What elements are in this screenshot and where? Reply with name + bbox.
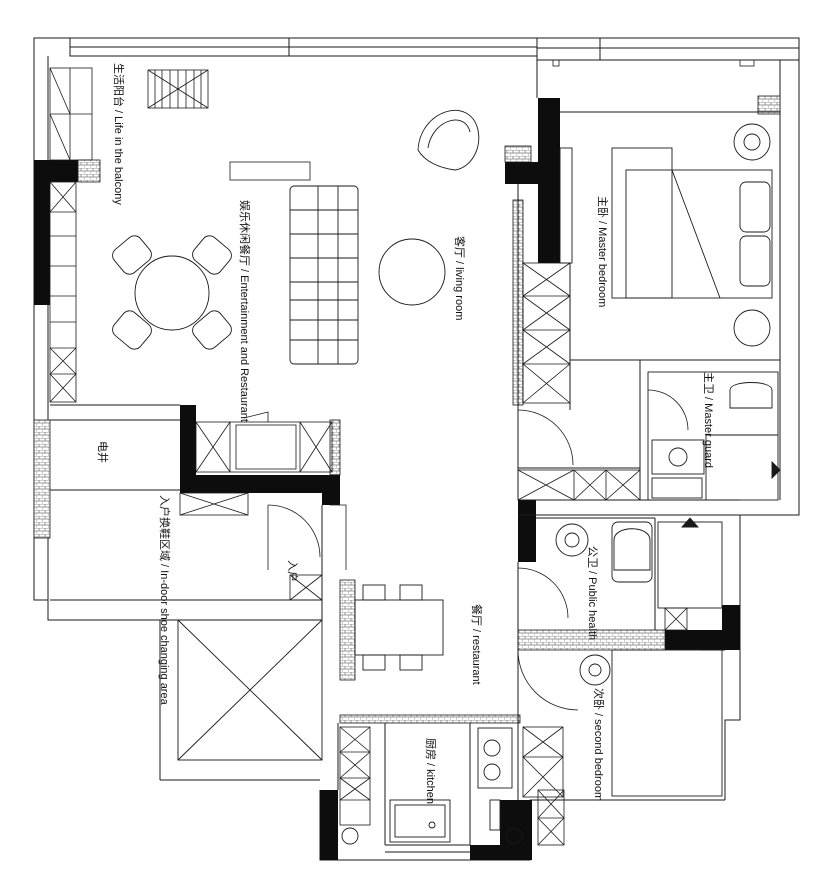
label-master-guard: 主卫 / Master guard [702,372,714,468]
label-public-health: 公卫 / Public health [586,546,598,641]
outer-walls [33,37,800,861]
label-balcony: 生活阳台 / Life in the balcony [112,63,124,205]
label-living-room: 客厅 / living room [453,236,465,321]
label-entry: 入户 [286,560,298,582]
label-restaurant: 餐厅 / restaurant [470,604,482,685]
brick-walls [33,95,781,724]
label-shoe-area: 入户换鞋区域 / In-door shoe changing area [158,495,170,705]
label-entertainment: 娱乐休闲餐厅 / Entertainment and Restaurant [238,200,250,422]
solid-walls [34,98,740,860]
cabinets [49,67,688,846]
label-second-bedroom: 次卧 / second bedroom [592,688,604,802]
label-master-bedroom: 主卧 / Master bedroom [596,196,608,308]
doors [243,389,689,711]
label-kitchen: 厨房 / kitchen [424,738,436,805]
label-electric-well: 电井 [96,441,108,463]
top-right-marks [552,59,755,67]
furniture [112,110,781,845]
